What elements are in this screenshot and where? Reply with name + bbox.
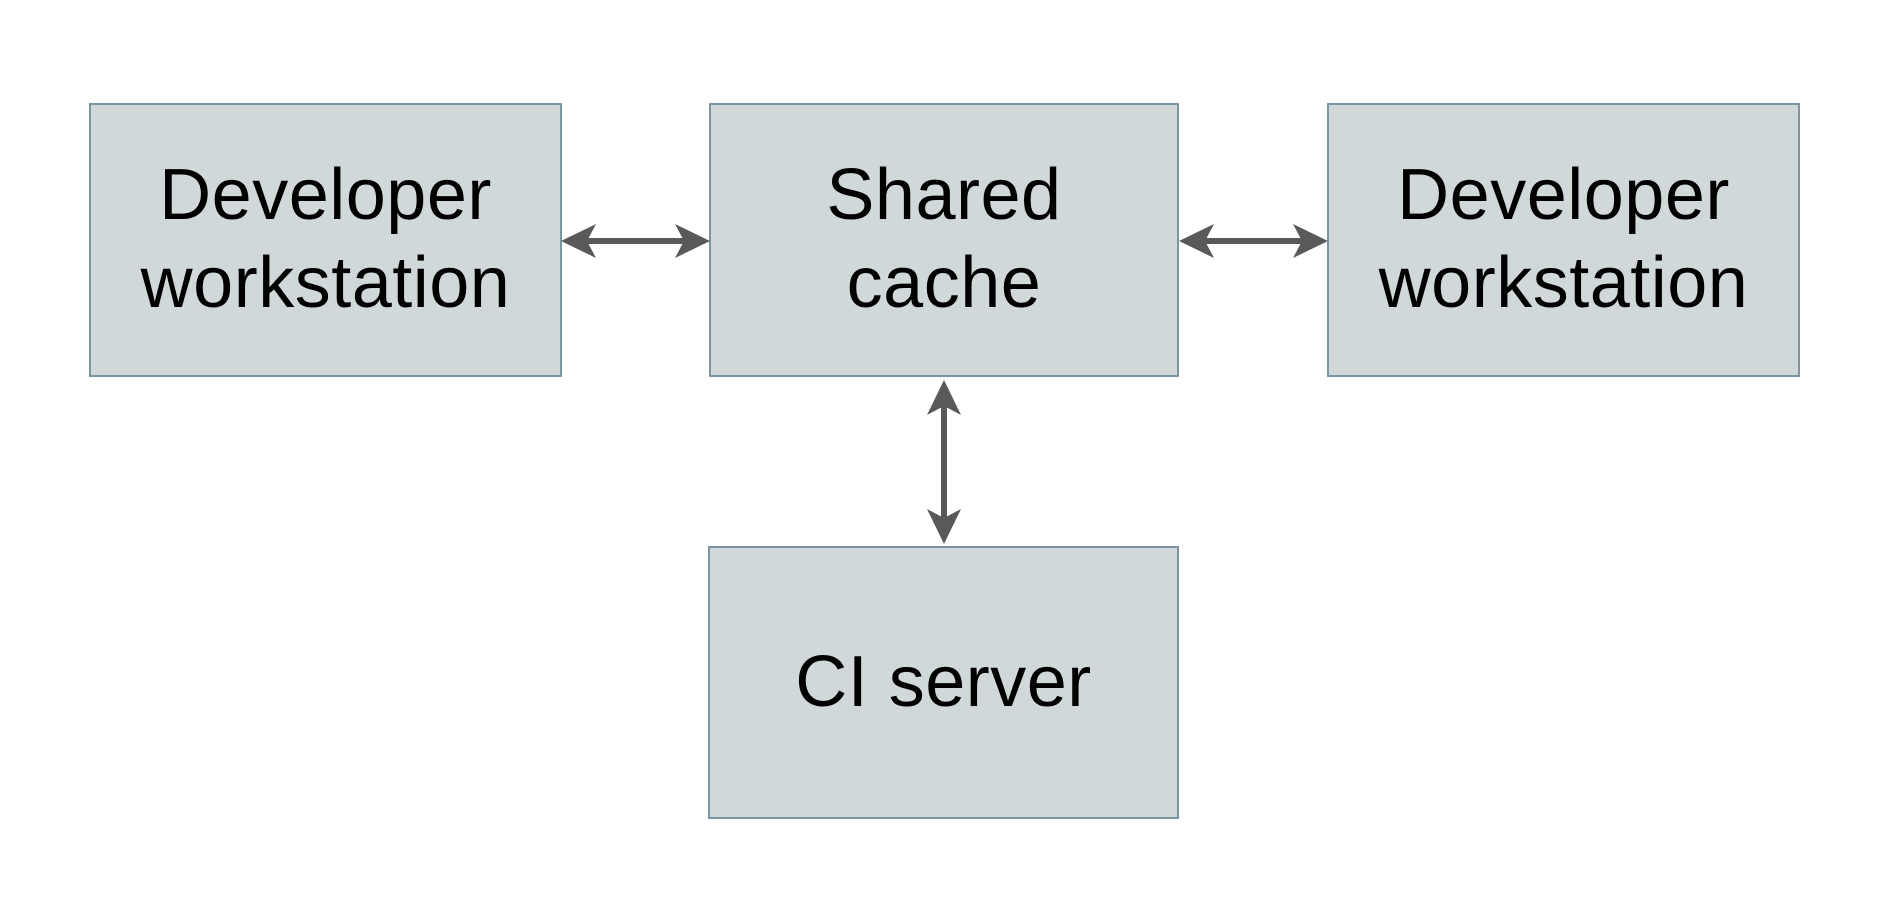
node-shared-cache: Shared cache xyxy=(709,103,1179,377)
node-ci-server: CI server xyxy=(708,546,1179,819)
node-shared-cache-label: Shared cache xyxy=(826,155,1062,323)
bidirectional-arrow-cache-right-workstation-icon xyxy=(1179,224,1328,258)
arrow-head-left xyxy=(561,224,596,258)
arrow-head-right xyxy=(675,224,710,258)
arrow-head-right xyxy=(1293,224,1328,258)
node-developer-workstation-left: Developer workstation xyxy=(89,103,562,377)
arrow-head-left xyxy=(1179,224,1214,258)
arrow-head-down xyxy=(927,509,961,544)
node-developer-workstation-right-label: Developer workstation xyxy=(1378,155,1749,323)
node-developer-workstation-left-label: Developer workstation xyxy=(140,155,511,323)
bidirectional-arrow-left-workstation-cache-icon xyxy=(561,224,710,258)
arrow-head-up xyxy=(927,380,961,415)
node-developer-workstation-right: Developer workstation xyxy=(1327,103,1800,377)
node-ci-server-label: CI server xyxy=(795,641,1092,722)
bidirectional-arrow-cache-ci-server-icon xyxy=(927,380,961,544)
